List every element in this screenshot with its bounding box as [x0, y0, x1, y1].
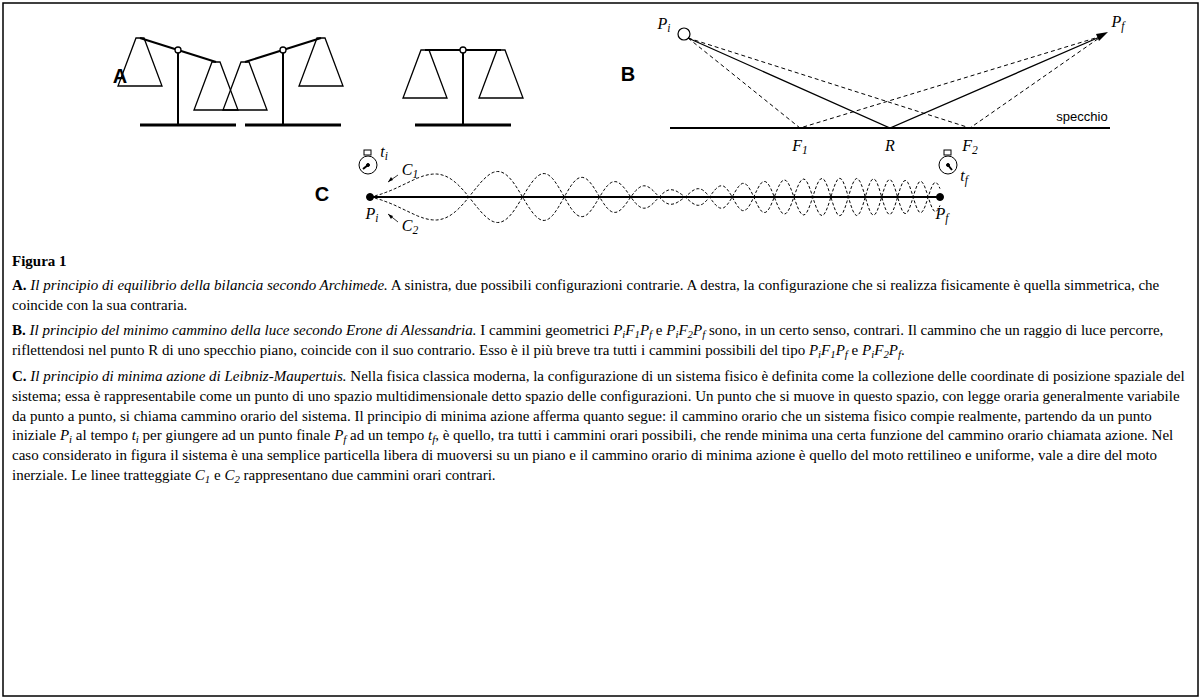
- caption-block: Figura 1 A. Il principio di equilibrio de…: [12, 252, 1188, 492]
- panel-letter: C: [315, 184, 329, 204]
- paragraph-letter: C.: [12, 368, 27, 384]
- point-label: Pi: [366, 206, 379, 222]
- mirror-label: specchio: [1056, 110, 1107, 123]
- path-label: C1: [402, 162, 418, 178]
- clock-start: [359, 150, 377, 174]
- figure-caption: Figura 1: [12, 252, 1188, 272]
- paragraph-letter: A.: [12, 277, 27, 293]
- paragraph-title: Il principio del minimo cammino della lu…: [30, 322, 477, 338]
- paragraph-body: Nella fisica classica moderna, la config…: [12, 368, 1185, 483]
- panel-letter: B: [621, 64, 635, 84]
- balance-middle: [223, 38, 343, 125]
- balance-left: [118, 38, 238, 125]
- point-label: Pf: [936, 206, 949, 222]
- mirror-paths: [670, 28, 1110, 128]
- panel-letter: A: [113, 66, 127, 86]
- time-label: ti: [380, 144, 388, 160]
- time-label: tf: [960, 168, 968, 184]
- figure-frame: [3, 3, 1198, 696]
- paragraph-title: Il principio di minima azione di Leibniz…: [30, 368, 346, 384]
- point-label: F1: [792, 138, 808, 154]
- point-label: R: [885, 138, 895, 154]
- caption-paragraph: B. Il principio del minimo cammino della…: [12, 321, 1188, 361]
- point-label: Pi: [658, 16, 671, 32]
- paragraph-letter: B.: [12, 322, 26, 338]
- action-paths: [367, 172, 944, 223]
- path-label: C2: [402, 218, 418, 234]
- balance-symmetric: [403, 47, 523, 125]
- point-label: Pf: [1112, 14, 1125, 30]
- paragraph-title: Il principio di equilibrio della bilanci…: [30, 277, 387, 293]
- caption-paragraph: C. Il principio di minima azione di Leib…: [12, 367, 1188, 486]
- clock-end: [939, 150, 957, 174]
- point-label: F2: [962, 138, 978, 154]
- caption-paragraph: A. Il principio di equilibrio della bila…: [12, 276, 1188, 316]
